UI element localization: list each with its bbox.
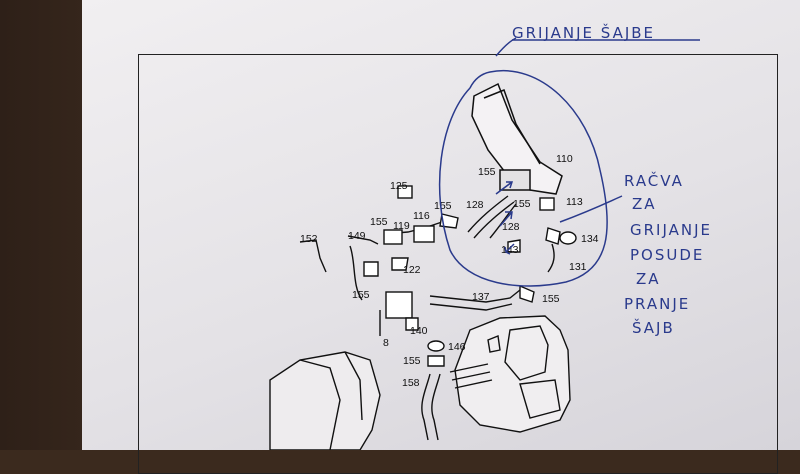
parts-diagram: 110 155 128 155 128 113 143 134 131 125 … xyxy=(269,23,712,450)
part-label-119: 119 xyxy=(393,220,410,232)
part-label-131: 131 xyxy=(569,261,587,273)
reservoir-tank xyxy=(449,315,571,433)
part-label-155: 155 xyxy=(542,293,560,305)
part-label-152: 152 xyxy=(300,233,318,245)
part-label-116: 116 xyxy=(413,210,430,222)
pen-annotations xyxy=(438,37,700,287)
part-label-155: 155 xyxy=(370,216,388,228)
part-label-155: 155 xyxy=(434,200,452,212)
note-line-3: GRIJANJE xyxy=(630,221,712,239)
part-number-labels: 110 155 128 155 128 113 143 134 131 125 … xyxy=(300,153,599,389)
arrow-1 xyxy=(495,181,514,195)
part-label-134: 134 xyxy=(581,233,599,245)
part-label-155: 155 xyxy=(513,198,531,210)
note-line-6: PRANJE xyxy=(624,295,690,313)
part-label-8: 8 xyxy=(383,337,389,349)
arrow-3 xyxy=(504,243,515,255)
hoses-and-fittings xyxy=(299,185,577,441)
part-label-110: 110 xyxy=(556,153,573,165)
part-label-149: 149 xyxy=(348,230,366,242)
part-label-155: 155 xyxy=(403,355,421,367)
part-label-155: 155 xyxy=(352,289,370,301)
pen-text: GRIJANJE ŠAJBE RAČVA ZA GRIJANJE POSUDE … xyxy=(512,23,712,337)
title-pointer-line xyxy=(495,37,517,57)
part-label-122: 122 xyxy=(403,264,421,276)
engine-block xyxy=(269,351,381,450)
part-label-125: 125 xyxy=(390,180,408,192)
note-line-4: POSUDE xyxy=(630,246,704,264)
arrow-2 xyxy=(499,211,513,227)
part-label-158: 158 xyxy=(402,377,420,389)
handwritten-title: GRIJANJE ŠAJBE xyxy=(512,23,655,42)
part-label-140: 140 xyxy=(410,325,428,337)
note-pointer-line xyxy=(559,195,623,223)
heated-nozzle-circle xyxy=(438,69,608,287)
part-label-137: 137 xyxy=(472,291,490,303)
part-label-128: 128 xyxy=(502,221,520,233)
note-line-7: ŠAJB xyxy=(632,318,675,337)
part-label-155: 155 xyxy=(478,166,496,178)
washer-nozzle-head xyxy=(471,82,563,195)
note-line-2: ZA xyxy=(632,195,657,213)
part-label-128: 128 xyxy=(466,199,484,211)
note-line-1: RAČVA xyxy=(624,171,684,190)
part-label-113: 113 xyxy=(566,196,583,208)
note-line-5: ZA xyxy=(636,270,661,288)
part-label-146: 146 xyxy=(448,341,466,353)
